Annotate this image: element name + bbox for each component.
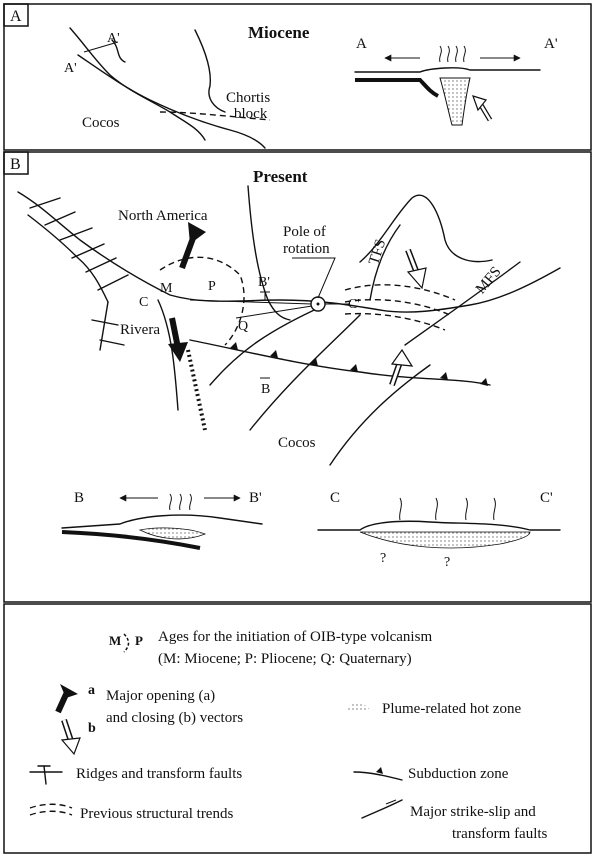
panel-b-pole-center (317, 303, 320, 306)
legend-vector-label-b: b (88, 721, 96, 736)
panel-b-label-pole-2: rotation (283, 241, 330, 257)
legend-subduction-icon (354, 772, 402, 780)
panel-b-ridge-segment (188, 350, 205, 430)
panel-a-volcanism-marks (440, 46, 466, 62)
legend-plume-label: Plume-related hot zone (382, 701, 521, 717)
panel-a-tag: A (10, 8, 22, 25)
legend-previous-trends-icon-2 (30, 811, 72, 815)
panel-b-label-m: M (160, 281, 173, 296)
panel-b-label-b: B (261, 382, 270, 397)
panel-b-section-c-hot-zone (360, 532, 530, 548)
panel-a-label-cocos: Cocos (82, 115, 120, 131)
legend-ridge-icon (30, 766, 62, 784)
panel-b-section-c-question-1: ? (380, 551, 386, 566)
panel-b: B Present Pole of rot (4, 152, 591, 602)
legend-strike-line-2: transform faults (452, 826, 548, 842)
legend-vector-label-a: a (88, 683, 95, 698)
panel-b-opening-vector-north-head (188, 222, 206, 244)
panel-b-pole-label-leader (292, 258, 335, 298)
panel-a-title: Miocene (248, 23, 310, 42)
legend-vector-line-1: Major opening (a) (106, 688, 215, 704)
panel-b-title: Present (253, 167, 308, 186)
panel-a-crust-top (355, 68, 540, 72)
panel-b-arc-outer (250, 315, 360, 430)
legend-strike-slip-icon (362, 800, 402, 818)
panel-b-section-b-volcanism (170, 494, 192, 510)
panel-b-tag: B (10, 156, 21, 173)
legend-previous-label: Previous structural trends (80, 806, 233, 822)
panel-b-coast-baja (28, 215, 108, 302)
panel-b-label-tfs: TFS (366, 237, 389, 267)
panel-b-label-p: P (208, 279, 216, 294)
panel-b-section-c-right: C' (540, 490, 553, 506)
panel-b-label-pole-1: Pole of (283, 224, 326, 240)
panel-b-label-north-america: North America (118, 208, 208, 224)
panel-b-section-c-left: C (330, 490, 340, 506)
legend-age-symbol-m: M (109, 633, 121, 648)
panel-b-label-q: Q (238, 319, 248, 334)
legend-closing-vector-head (62, 738, 80, 754)
panel-b-section-b-crust (62, 515, 262, 528)
panel-b-dashed-trend-1 (345, 285, 455, 300)
panel-b-arc-inner (210, 305, 325, 385)
legend-ridges-label: Ridges and transform faults (76, 766, 242, 782)
panel-a-label-chortis-1: Chortis (226, 90, 270, 106)
legend: M P Ages for the initiation of OIB-type … (4, 604, 591, 853)
panel-b-label-c: C (139, 295, 148, 310)
legend-plume-icon (346, 704, 370, 713)
panel-b-arc-cocos (330, 365, 430, 465)
panel-b-section-c-question-2: ? (444, 555, 450, 570)
panel-b-rivera-boundary (158, 300, 178, 410)
panel-a-coast-east (195, 30, 225, 112)
legend-previous-trends-icon (30, 804, 72, 808)
panel-b-label-mfs: MFS (473, 264, 505, 297)
legend-age-line-2: (M: Miocene; P: Pliocene; Q: Quaternary) (158, 651, 412, 667)
panel-a-label-chortis-2: block (234, 106, 268, 122)
panel-b-section-c-volcanism (400, 498, 496, 520)
panel-b-section-b-left: B (74, 490, 84, 506)
legend-strike-line-1: Major strike-slip and (410, 804, 536, 820)
panel-a-slab (355, 80, 438, 96)
legend-subduction-tooth (376, 767, 383, 774)
panel-b-label-b-prime: B' (258, 275, 270, 290)
panel-b-section-c-crust (318, 521, 560, 530)
panel-b-label-cocos: Cocos (278, 435, 316, 451)
panel-b-label-c-prime: C' (348, 297, 360, 312)
legend-vector-line-2: and closing (b) vectors (106, 710, 243, 726)
panel-a-plume-zone (440, 78, 470, 125)
panel-a-label-aprime-lower: A' (64, 61, 77, 76)
panel-a-section-right: A' (544, 36, 558, 52)
panel-b-closing-vector-north-head (408, 268, 426, 288)
panel-a: A Miocene A' A' Cocos Chortis block A A' (4, 4, 591, 150)
panel-a-label-aprime-upper: A' (107, 31, 120, 46)
legend-age-line-1: Ages for the initiation of OIB-type volc… (158, 629, 432, 645)
panel-a-section-left: A (356, 36, 367, 52)
legend-subduction-label: Subduction zone (408, 766, 509, 782)
panel-b-closing-vector-south-head (392, 350, 412, 366)
legend-age-symbol-p: P (135, 633, 143, 648)
panel-b-section-b-right: B' (249, 490, 262, 506)
panel-b-label-rivera: Rivera (120, 322, 160, 338)
panel-b-opening-vector-south-head (168, 342, 188, 362)
legend-age-symbol-arc (124, 634, 129, 652)
panel-b-section-b-hot-zone (140, 528, 205, 539)
